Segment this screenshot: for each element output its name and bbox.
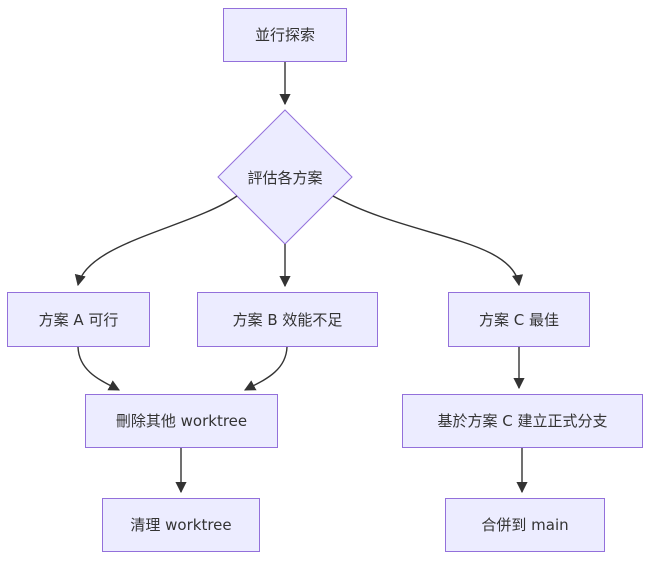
edge-evaluate-optionC <box>332 195 524 287</box>
edge-evaluate-optionA <box>74 195 238 287</box>
node-remove-worktrees-label: 刪除其他 worktree <box>115 412 248 430</box>
edge-optionB-removeOthers <box>244 346 288 391</box>
node-parallel-explore: 並行探索 <box>223 8 347 62</box>
node-option-b: 方案 B 效能不足 <box>197 292 378 347</box>
node-create-branch: 基於方案 C 建立正式分支 <box>402 394 643 448</box>
node-merge-main: 合併到 main <box>445 498 605 552</box>
node-option-c-label: 方案 C 最佳 <box>478 310 559 329</box>
node-remove-worktrees: 刪除其他 worktree <box>85 394 278 448</box>
edge-optionA-removeOthers <box>77 346 120 391</box>
node-evaluate-options: 評估各方案 <box>218 147 352 207</box>
node-evaluate-options-label: 評估各方案 <box>247 168 323 187</box>
node-cleanup-worktree-label: 清理 worktree <box>130 516 232 534</box>
node-option-b-label: 方案 B 效能不足 <box>232 310 343 329</box>
node-merge-main-label: 合併到 main <box>481 516 569 534</box>
node-parallel-explore-label: 並行探索 <box>254 26 315 44</box>
node-cleanup-worktree: 清理 worktree <box>102 498 260 552</box>
node-option-a-label: 方案 A 可行 <box>38 310 119 329</box>
node-option-c: 方案 C 最佳 <box>448 292 590 347</box>
node-option-a: 方案 A 可行 <box>7 292 150 347</box>
node-create-branch-label: 基於方案 C 建立正式分支 <box>437 412 608 430</box>
